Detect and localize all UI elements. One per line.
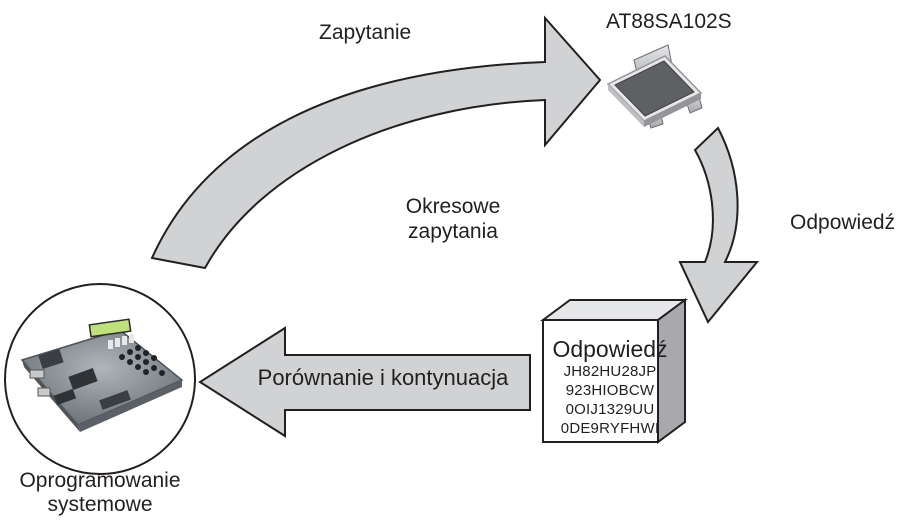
system-label-line-2: systemowe xyxy=(47,493,153,516)
response-code: 0DE9RYFHWI xyxy=(560,420,660,437)
periodic-requests-line-2: zapytania xyxy=(408,220,498,243)
response-code: JH82HU28JP xyxy=(563,363,657,380)
periodic-requests-line-1: Okresowe xyxy=(405,195,501,218)
response-arrow xyxy=(678,126,760,324)
request-arrow xyxy=(150,15,602,270)
compare-continue-arrow xyxy=(198,326,531,438)
chip-label: AT88SA102S xyxy=(606,10,732,33)
compare-continue-label: Porównanie i kontynuacja xyxy=(257,365,509,390)
chip-image xyxy=(606,44,703,129)
response-box xyxy=(539,298,689,444)
system-board-image xyxy=(4,283,196,475)
system-label-line-1: Oprogramowanie xyxy=(19,469,181,492)
response-code: 923HIOBCW xyxy=(565,382,655,399)
response-label: Odpowiedź xyxy=(790,211,896,234)
response-box-title: Odpowiedź xyxy=(552,336,668,362)
response-code: 0OIJ1329UU xyxy=(565,401,655,418)
request-label: Zapytanie xyxy=(319,21,412,44)
